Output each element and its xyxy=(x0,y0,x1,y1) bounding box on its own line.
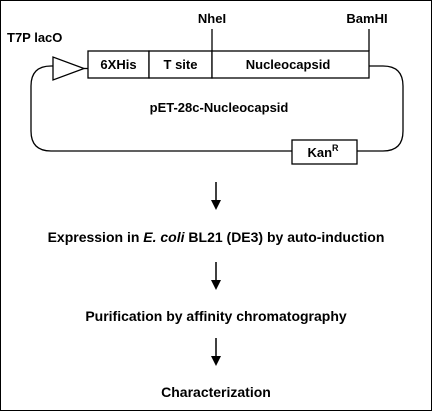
segment-tsite-label: T site xyxy=(164,57,198,72)
plasmid-loop-right xyxy=(357,65,404,152)
arrow-1-head xyxy=(211,200,221,210)
arrow-3-head xyxy=(211,356,221,366)
promoter-label: T7P lacO xyxy=(7,30,62,45)
step-expression: Expression in E. coli BL21 (DE3) by auto… xyxy=(48,229,385,245)
step-purification: Purification by affinity chromatography xyxy=(85,308,347,324)
kanr-label: KanR xyxy=(307,143,339,160)
step-expression-italic: E. coli xyxy=(143,229,185,245)
bamhi-site-label: BamHI xyxy=(346,11,387,26)
nhei-site-label: NheI xyxy=(198,11,226,26)
segment-6xhis-label: 6XHis xyxy=(100,57,136,72)
plasmid-loop xyxy=(30,65,292,152)
kanr-superscript: R xyxy=(332,143,339,153)
arrow-2-head xyxy=(211,280,221,290)
kanr-base: Kan xyxy=(307,145,332,160)
promoter-triangle-icon xyxy=(52,56,86,81)
step-characterization: Characterization xyxy=(161,384,271,400)
step-expression-post: BL21 (DE3) by auto-induction xyxy=(185,229,385,245)
step-expression-pre: Expression in xyxy=(48,229,144,245)
segment-nucleocapsid xyxy=(211,50,370,79)
segment-nucleocapsid-label: Nucleocapsid xyxy=(246,57,331,72)
kanr-box xyxy=(291,139,358,165)
plasmid-name: pET-28c-Nucleocapsid xyxy=(150,100,289,115)
